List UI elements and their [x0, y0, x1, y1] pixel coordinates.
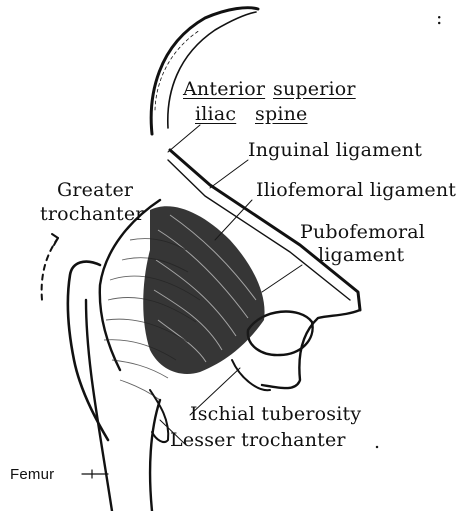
label-trochanter: trochanter	[40, 204, 145, 225]
label-pubofemoral-ligament: ligament	[318, 245, 404, 266]
femur-shaft-right	[150, 400, 160, 511]
label-spine: spine	[255, 104, 307, 125]
corner-mark: :	[436, 8, 443, 29]
label-greater: Greater	[57, 180, 133, 201]
trailing-period: .	[374, 432, 380, 453]
ligament-fibers	[143, 206, 264, 374]
lesser-trochanter-outline	[150, 390, 168, 442]
label-ischial-tuberosity: Ischial tuberosity	[190, 404, 361, 425]
greater-trochanter-arrow	[42, 238, 58, 300]
asis-leader	[168, 125, 200, 152]
label-pubofemoral: Pubofemoral	[300, 222, 425, 243]
pubofemoral-leader	[262, 265, 302, 292]
label-lesser-trochanter: Lesser trochanter	[170, 430, 346, 451]
label-femur: Femur	[10, 464, 54, 485]
inguinal-leader	[210, 160, 248, 188]
label-iliofemoral-ligament: Iliofemoral ligament	[256, 180, 456, 201]
label-iliac: iliac	[195, 104, 236, 125]
label-inguinal-ligament: Inguinal ligament	[248, 140, 422, 161]
label-anterior: Anterior	[183, 79, 265, 100]
label-superior: superior	[273, 79, 356, 100]
